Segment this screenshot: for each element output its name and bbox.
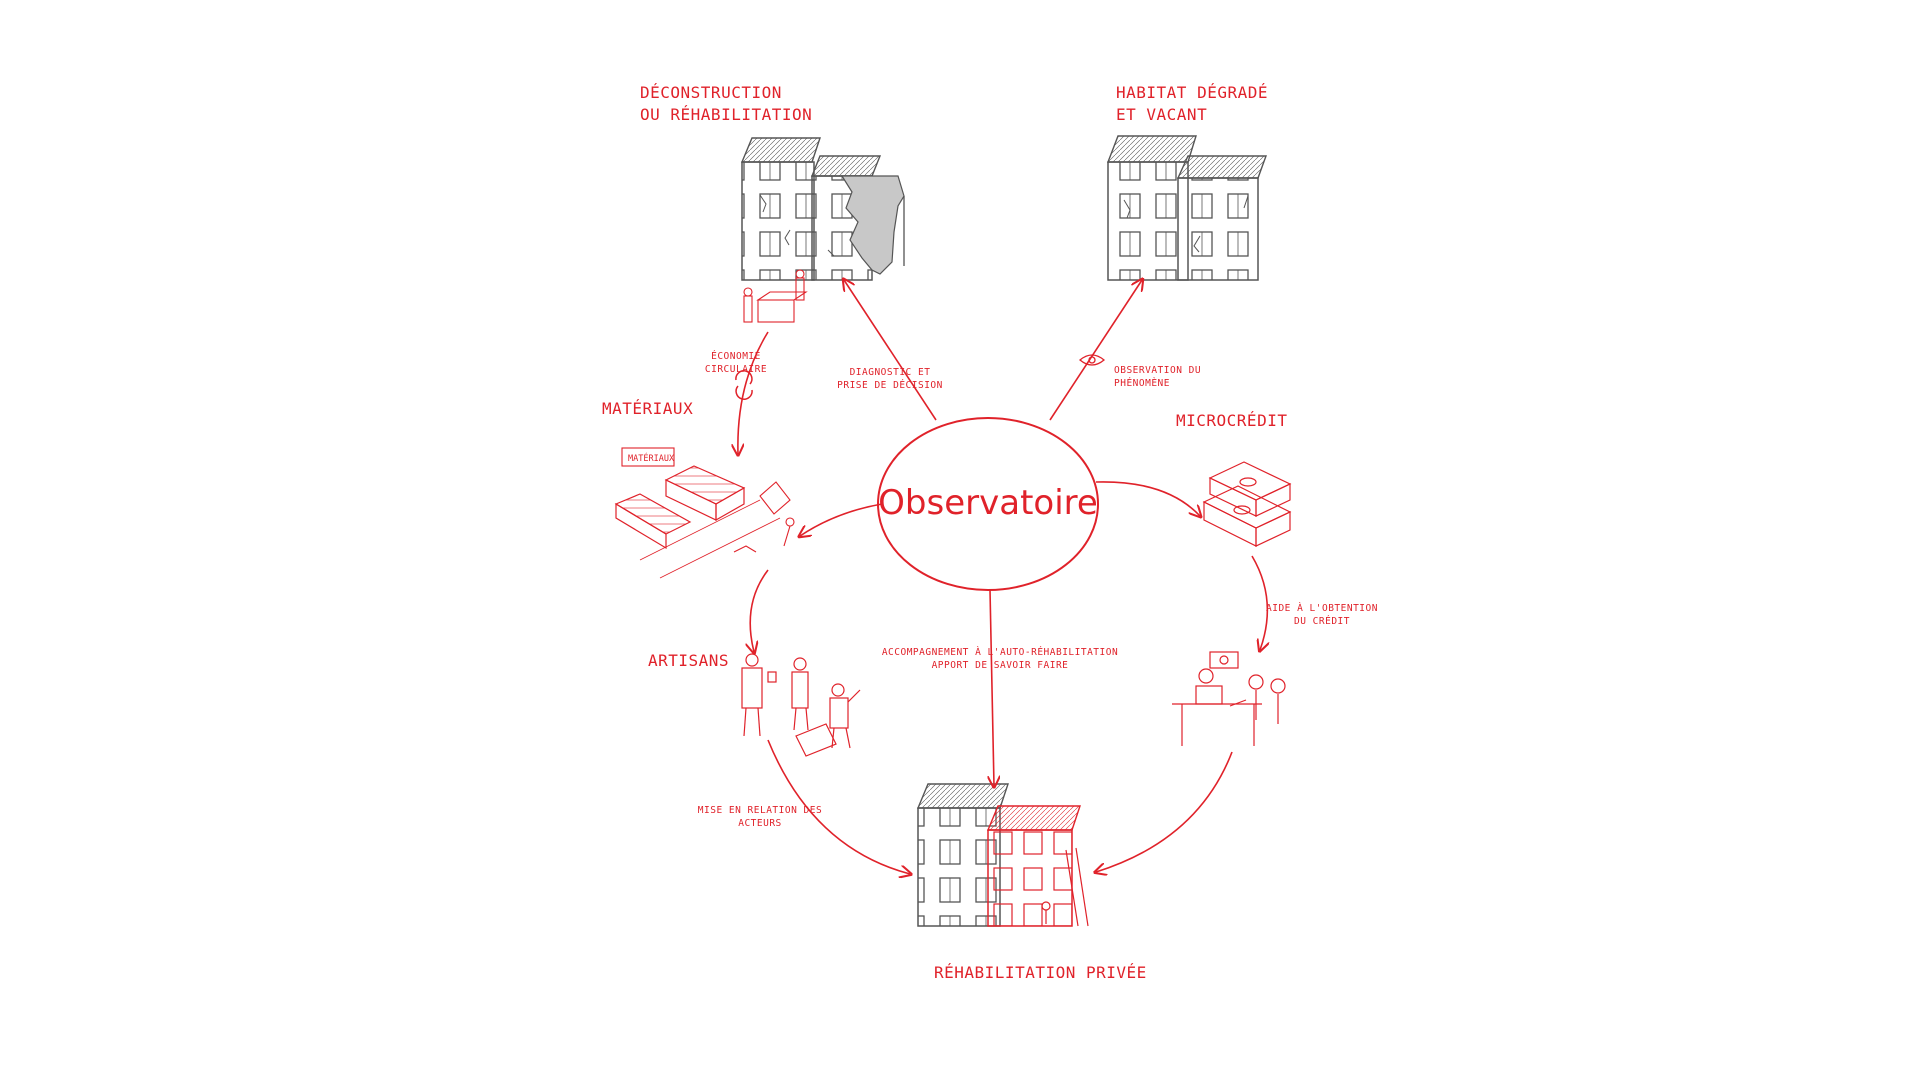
section-habitat: Habitat dégradé et vacant	[1116, 83, 1268, 124]
arrow-deconstruction-to-materiaux	[738, 331, 769, 454]
arrow-artisans-to-rehabilitation	[767, 739, 910, 874]
arrow-observatoire-to-deconstruction	[844, 280, 937, 421]
arrows	[738, 280, 1267, 874]
meeting-scene-illustration	[1172, 651, 1286, 746]
microcredit-money-illustration	[1202, 461, 1292, 547]
edge-label-diagnostic: Diagnostic et prise de décision	[837, 367, 943, 391]
construction-scene-illustration	[743, 269, 808, 323]
edge-label-economie: Économie circulaire	[704, 351, 768, 375]
materiaux-sign-text: MATÉRIAUX	[628, 452, 675, 464]
edge-label-aide-credit: Aide à l'obtention du crédit	[1266, 603, 1378, 627]
building-habitat-illustration	[1106, 135, 1267, 281]
arrow-materiaux-to-artisans	[750, 569, 769, 652]
observatoire-title: Observatoire	[878, 483, 1098, 523]
arrow-observatoire-to-microcredit	[1095, 481, 1200, 516]
section-rehabilitation: Réhabilitation privée	[934, 963, 1147, 982]
building-deconstruction-illustration	[740, 137, 905, 281]
arrow-observatoire-to-rehabilitation	[990, 589, 994, 786]
arrow-meeting-to-rehabilitation	[1096, 751, 1233, 872]
edge-label-mise-relation: Mise en relation des acteurs	[697, 805, 823, 829]
arrow-microcredit-to-meeting	[1251, 555, 1267, 650]
artisans-illustration	[741, 653, 861, 757]
arrow-observatoire-to-materiaux	[800, 503, 883, 536]
section-deconstruction: Déconstruction ou réhabilitation	[640, 83, 813, 124]
materiaux-illustration: MATÉRIAUX	[614, 447, 795, 579]
edge-label-observation: Observation du phénomène	[1114, 365, 1202, 389]
section-materiaux: Matériaux	[602, 399, 694, 418]
arrow-observatoire-to-habitat	[1049, 280, 1142, 421]
section-artisans: Artisans	[648, 651, 730, 670]
edge-label-accompagnement: Accompagnement à l'auto-réhabilitation a…	[881, 647, 1119, 671]
building-rehabilitation-illustration	[916, 783, 1089, 927]
section-microcredit: Microcrédit	[1176, 411, 1288, 430]
